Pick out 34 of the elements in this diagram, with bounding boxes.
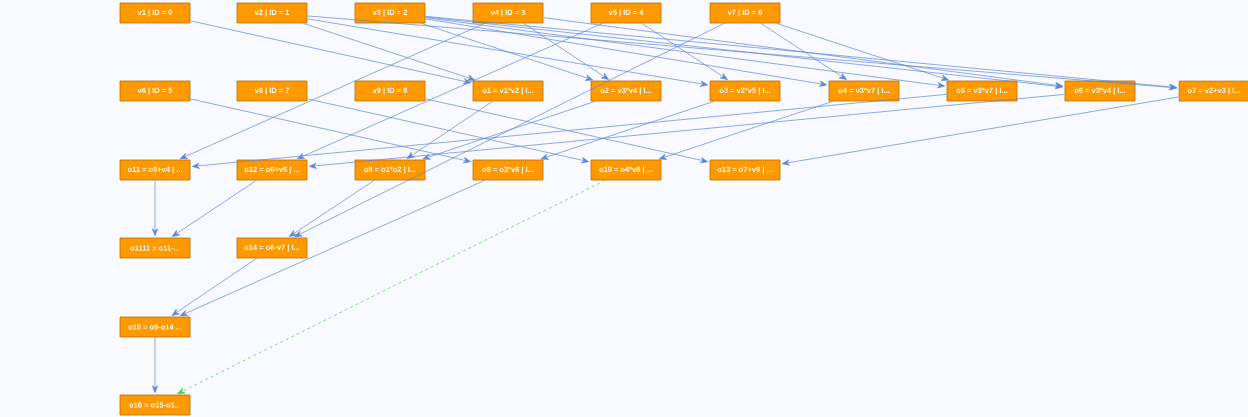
arrow [425, 18, 827, 87]
arrow [543, 17, 1063, 89]
arrow [179, 180, 485, 317]
arrow [641, 23, 728, 80]
arrow [303, 23, 476, 81]
arrow [171, 258, 257, 316]
arrow [307, 18, 708, 87]
arrow [425, 17, 945, 89]
arrow [658, 101, 834, 160]
arrow [151, 180, 159, 236]
arrow [190, 98, 472, 164]
arrow [171, 180, 257, 237]
arrow [307, 98, 590, 164]
arrow [179, 23, 485, 160]
arrow [296, 23, 603, 160]
arrow [289, 180, 375, 237]
arrow [776, 23, 949, 81]
arrow [523, 23, 609, 80]
arrow [406, 101, 493, 159]
arrow [307, 15, 1177, 91]
arrow [782, 96, 1179, 166]
arrow [190, 20, 472, 85]
arrow [192, 94, 947, 169]
arrow [422, 101, 596, 160]
arrow [421, 23, 594, 81]
arrow [309, 94, 1065, 169]
arrow [151, 337, 159, 393]
arrow [425, 16, 1063, 90]
arrow [177, 180, 606, 395]
arrow [425, 98, 709, 164]
arrow [540, 101, 715, 160]
arrow [760, 23, 847, 80]
arrow [425, 16, 1177, 90]
arrow [294, 23, 725, 238]
